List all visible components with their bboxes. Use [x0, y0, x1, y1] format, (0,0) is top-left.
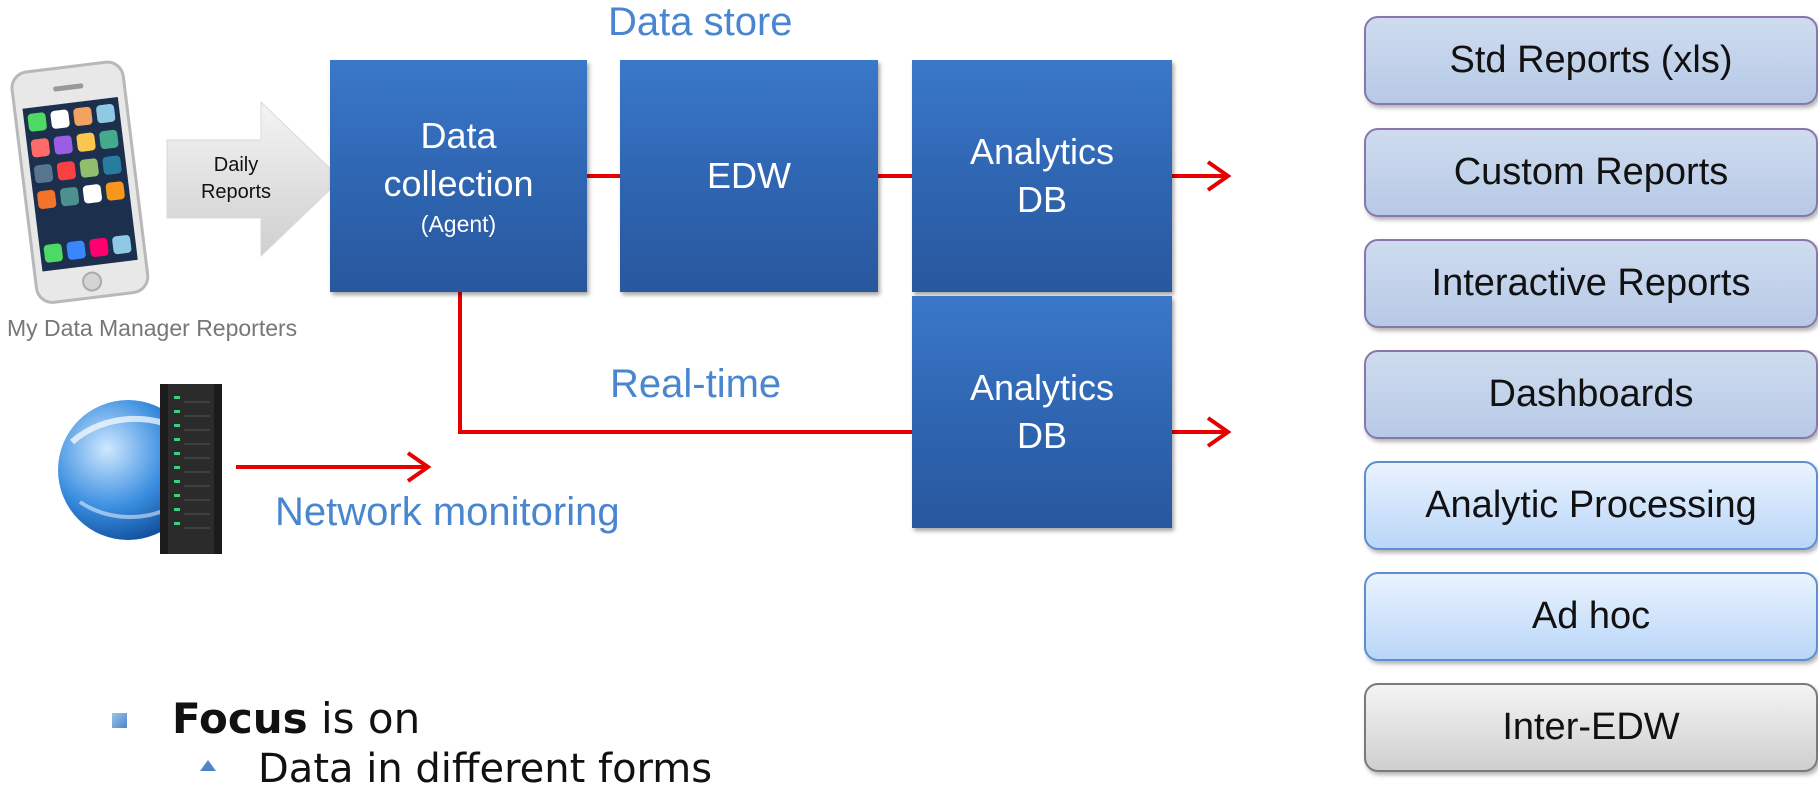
output-inter-edw-label: Inter-EDW — [1502, 706, 1680, 748]
data-store-title: Data store — [608, 0, 793, 44]
network-arrow — [236, 451, 432, 483]
analytics-db-bottom-line2: DB — [1016, 415, 1067, 456]
daily-reports-label: Daily Reports — [170, 152, 302, 206]
analytics-db-top-line1: Analytics — [969, 131, 1115, 172]
analytics-db-box-top: Analytics DB — [912, 60, 1172, 292]
output-arrow-2 — [1172, 416, 1232, 448]
output-std-reports: Std Reports (xls) — [1364, 16, 1818, 105]
daily-reports-arrow-icon — [166, 100, 342, 258]
agent-label: (Agent) — [420, 211, 497, 237]
device-caption: My Data Manager Reporters — [7, 315, 298, 341]
edw-box: EDW — [620, 60, 878, 292]
data-collection-box: Data collection (Agent) — [330, 60, 587, 292]
output-interactive-reports-label: Interactive Reports — [1431, 262, 1751, 304]
output-interactive-reports: Interactive Reports — [1364, 239, 1818, 328]
output-analytic-processing-label: Analytic Processing — [1425, 484, 1757, 526]
output-inter-edw: Inter-EDW — [1364, 683, 1818, 772]
realtime-connector — [458, 292, 912, 434]
data-collection-line2: collection — [383, 163, 534, 204]
analytics-db-box-bottom: Analytics DB — [912, 296, 1172, 528]
output-ad-hoc: Ad hoc — [1364, 572, 1818, 661]
output-std-reports-label: Std Reports (xls) — [1449, 39, 1733, 81]
data-collection-line1: Data — [420, 115, 497, 156]
network-server-icon — [58, 384, 222, 554]
bullet-sub: Data in different forms — [258, 746, 713, 792]
output-custom-reports-label: Custom Reports — [1453, 151, 1729, 193]
network-monitoring-label: Network monitoring — [275, 490, 620, 534]
bullet-main: Focus is on — [172, 693, 420, 745]
smartphone-icon — [10, 60, 150, 304]
bullet-square-icon — [112, 713, 127, 728]
output-arrow-1 — [1172, 160, 1232, 192]
realtime-label: Real-time — [610, 362, 782, 406]
output-ad-hoc-label: Ad hoc — [1531, 595, 1651, 637]
edw-label: EDW — [707, 155, 791, 196]
output-analytic-processing: Analytic Processing — [1364, 461, 1818, 550]
reports-label: Reports — [200, 181, 272, 203]
analytics-db-top-line2: DB — [1016, 179, 1067, 220]
output-dashboards: Dashboards — [1364, 350, 1818, 439]
analytics-db-bottom-line1: Analytics — [969, 367, 1115, 408]
bullet-triangle-icon — [200, 760, 216, 771]
bullet-main-bold: Focus — [172, 694, 308, 743]
bullet-main-rest: is on — [307, 694, 421, 743]
daily-label: Daily — [213, 154, 259, 176]
output-custom-reports: Custom Reports — [1364, 128, 1818, 217]
output-dashboards-label: Dashboards — [1488, 373, 1694, 415]
connector-layer — [236, 160, 1232, 483]
